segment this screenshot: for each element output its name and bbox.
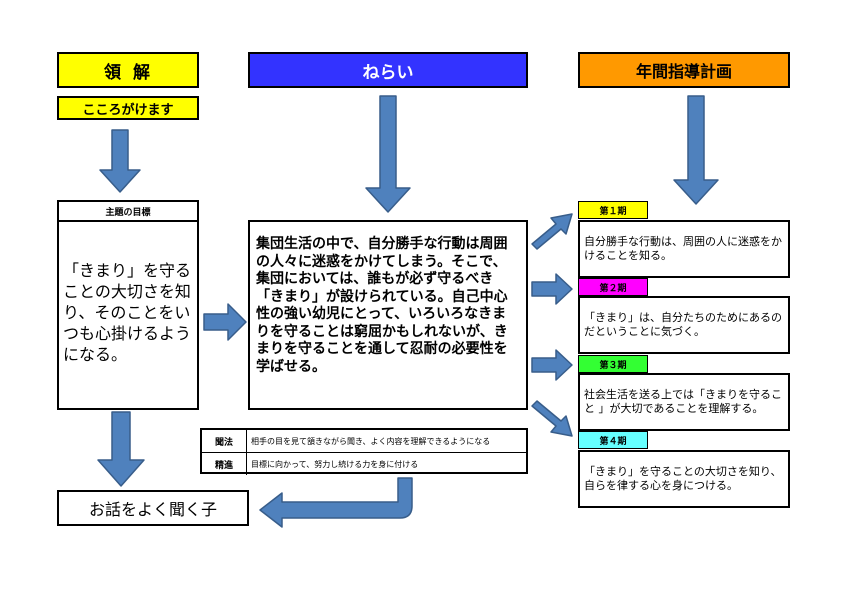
- term-label-2: 第２期: [578, 278, 648, 296]
- term-box-2: 「きまり」は、自分たちのためにあるのだということに気づく。: [578, 296, 790, 354]
- header-kokoro: こころがけます: [57, 96, 199, 120]
- arrow-term-3: [531, 349, 573, 381]
- policy-row: 精進 目標に向かって、努力し続ける力を身に付ける: [202, 453, 526, 475]
- term-label-3: 第３期: [578, 355, 648, 373]
- arrow-right-goal: [203, 303, 247, 341]
- goal-title: 主題の目標: [59, 202, 197, 222]
- arrow-term-4: [531, 400, 573, 437]
- policy-table: 聞法 相手の目を見て頷きながら聞き、よく内容を理解できるようになる 精進 目標に…: [200, 428, 528, 475]
- policy-text: 目標に向かって、努力し続ける力を身に付ける: [251, 459, 419, 469]
- header-nerai: ねらい: [248, 52, 528, 88]
- arrow-down-nenkan: [673, 95, 719, 205]
- term-box-1: 自分勝手な行動は、周囲の人に迷惑をかけることを知る。: [578, 220, 790, 278]
- term-label-1: 第１期: [578, 201, 648, 219]
- arrow-term-1: [531, 213, 573, 250]
- term-box-4: 「きまり」を守ることの大切さを知り、自らを律する心を身につける。: [578, 450, 790, 508]
- nerai-box: 集団生活の中で、自分勝手な行動は周囲の人々に迷惑をかけてしまう。そこで、集団にお…: [248, 220, 528, 410]
- header-ryoukai: 領解: [57, 52, 199, 88]
- arrow-down-goal: [97, 411, 145, 487]
- policy-label: 聞法: [202, 430, 247, 452]
- policy-row: 聞法 相手の目を見て頷きながら聞き、よく内容を理解できるようになる: [202, 430, 526, 453]
- term-box-3: 社会生活を送る上では「きまりを守ること 」が大切であることを理解する。: [578, 373, 790, 431]
- header-nenkan: 年間指導計画: [578, 52, 790, 88]
- goal-box: 主題の目標 「きまり」を守ることの大切さを知り、そのことをいつも心掛けるようにな…: [57, 200, 199, 410]
- policy-text: 相手の目を見て頷きながら聞き、よく内容を理解できるようになる: [251, 436, 491, 446]
- nerai-text: 集団生活の中で、自分勝手な行動は周囲の人々に迷惑をかけてしまう。そこで、集団にお…: [256, 236, 508, 375]
- goal-text: 「きまり」を守ることの大切さを知り、そのことをいつも心掛けるようになる。: [63, 261, 192, 364]
- policy-label: 精進: [202, 453, 247, 475]
- arrow-down-nerai: [365, 95, 411, 213]
- arrow-term-2: [531, 273, 573, 305]
- arrow-bend-policy: [259, 477, 413, 528]
- arrow-down-kokoro: [99, 129, 141, 193]
- term-label-4: 第４期: [578, 431, 648, 449]
- child-box: お話をよく聞く子: [57, 490, 249, 526]
